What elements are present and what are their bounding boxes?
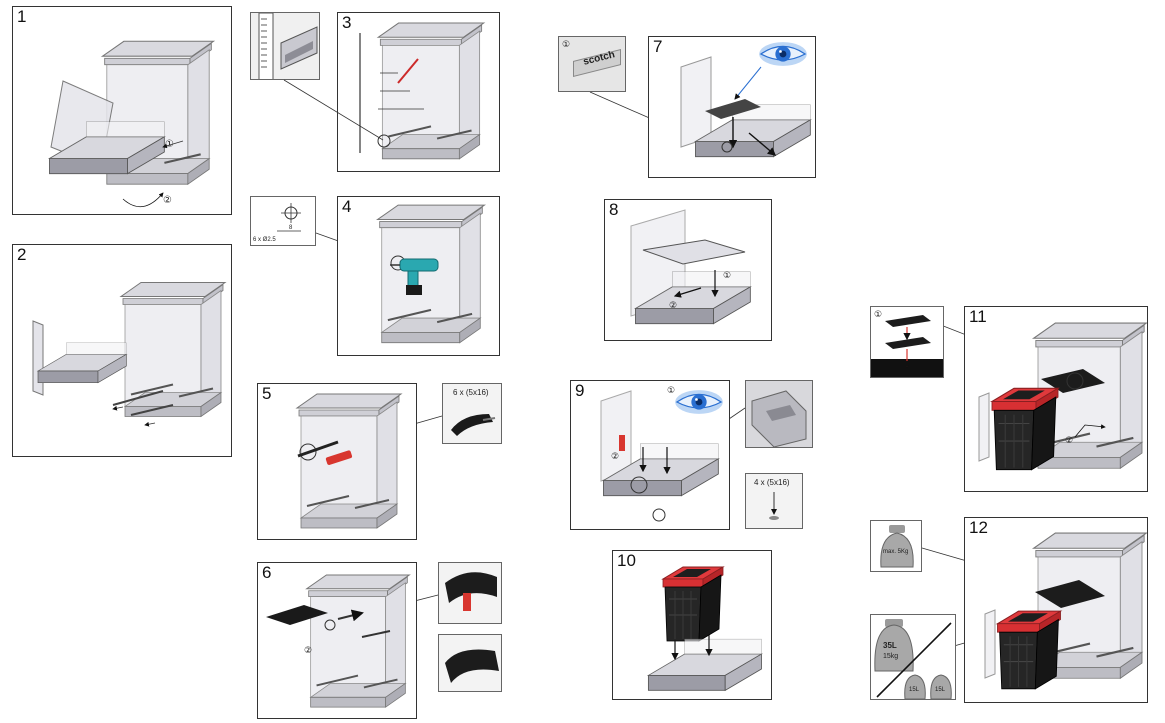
eye-icon	[674, 389, 724, 415]
step-7-number: 7	[653, 37, 663, 56]
step-8-illustration	[630, 209, 751, 325]
drill-spec-label: 6 x Ø2.5	[253, 237, 276, 243]
step-6-callout-2: ②	[304, 645, 313, 655]
step-9-number: 9	[575, 381, 585, 400]
step-6-panel: 6 ②	[257, 562, 417, 719]
weight-big-label-b: 15kg	[883, 653, 899, 660]
step-11-part-inset: ①	[870, 306, 944, 378]
weight-mini-label-a: 15L	[909, 687, 920, 693]
step-4-panel: 4	[337, 196, 500, 356]
step-4-number: 4	[342, 197, 352, 216]
step-8-callout-2: ②	[669, 300, 678, 310]
step-2-panel: 2	[12, 244, 232, 457]
step-6-clip-inset-a	[438, 562, 502, 624]
step-7-illustration	[680, 41, 811, 158]
step-3-detail-inset	[250, 12, 320, 80]
step-8-number: 8	[609, 200, 619, 219]
step-2-number: 2	[17, 245, 27, 264]
step-6-clip-inset-b	[438, 634, 502, 692]
drill-icon	[390, 258, 439, 295]
weights-comparison	[874, 619, 952, 699]
step-12-weight-inset: max. 5Kg	[870, 520, 922, 572]
step-11-callout-1: ①	[874, 309, 883, 319]
step-7-panel: 7	[648, 36, 816, 178]
step-9-illustration	[600, 389, 724, 522]
step-12-number: 12	[969, 518, 988, 537]
step-9-screws-label: 4 x (5x16)	[754, 478, 790, 487]
step-9-profile-inset	[745, 380, 813, 448]
step-10-number: 10	[617, 551, 636, 570]
step-9-screw-inset: 4 x (5x16)	[745, 473, 803, 529]
step-3-panel: 3	[337, 12, 500, 172]
step-5-screws-label: 6 x (5x16)	[453, 388, 489, 397]
step-10-illustration	[647, 566, 762, 691]
step-5-illustration	[295, 392, 403, 530]
step-7-scotch-inset: ① scotch	[558, 36, 626, 92]
step-4-drill-spec-inset: 6 x Ø2.5 8	[250, 196, 316, 246]
step-11-panel: 11 ②	[964, 306, 1148, 492]
step-1-callout-2: ②	[163, 195, 172, 206]
step-1-number: 1	[17, 7, 27, 26]
step-1-panel: 1 ① ②	[12, 6, 232, 215]
step-6-number: 6	[262, 563, 272, 582]
step-12-panel: 12	[964, 517, 1148, 703]
weight-mini-label-b: 15L	[935, 687, 946, 693]
eye-icon	[758, 41, 808, 67]
step-1-callout-1: ①	[165, 139, 174, 150]
step-2-illustration	[32, 281, 227, 427]
weight-icon	[880, 525, 914, 568]
step-11-number: 11	[969, 307, 987, 326]
step-9-callout-2: ②	[611, 451, 620, 461]
step-9-panel: 9 ① ②	[570, 380, 730, 530]
step-12-weights-inset: 35L 15kg 15L 15L	[870, 614, 956, 700]
step-8-callout-1: ①	[723, 270, 732, 280]
step-6-illustration	[266, 573, 411, 709]
step-7-callout-1: ①	[562, 39, 571, 49]
step-9-callout-1: ①	[667, 385, 676, 395]
weight-big-label-a: 35L	[883, 641, 897, 650]
step-3-illustration	[359, 21, 485, 160]
step-8-panel: 8 ① ②	[604, 199, 772, 341]
step-1-illustration	[49, 40, 215, 207]
step-11-callout-2: ②	[1065, 435, 1074, 445]
step-4-illustration	[376, 204, 486, 344]
step-3-number: 3	[342, 13, 352, 32]
drill-depth-label: 8	[289, 225, 293, 231]
step-11-illustration	[978, 321, 1147, 471]
step-12-illustration	[984, 531, 1147, 690]
weight-small-label: max. 5Kg	[883, 549, 909, 555]
step-5-panel: 5	[257, 383, 417, 540]
step-10-panel: 10	[612, 550, 772, 700]
step-5-screw-inset: 6 x (5x16)	[442, 383, 502, 444]
step-5-number: 5	[262, 384, 272, 403]
